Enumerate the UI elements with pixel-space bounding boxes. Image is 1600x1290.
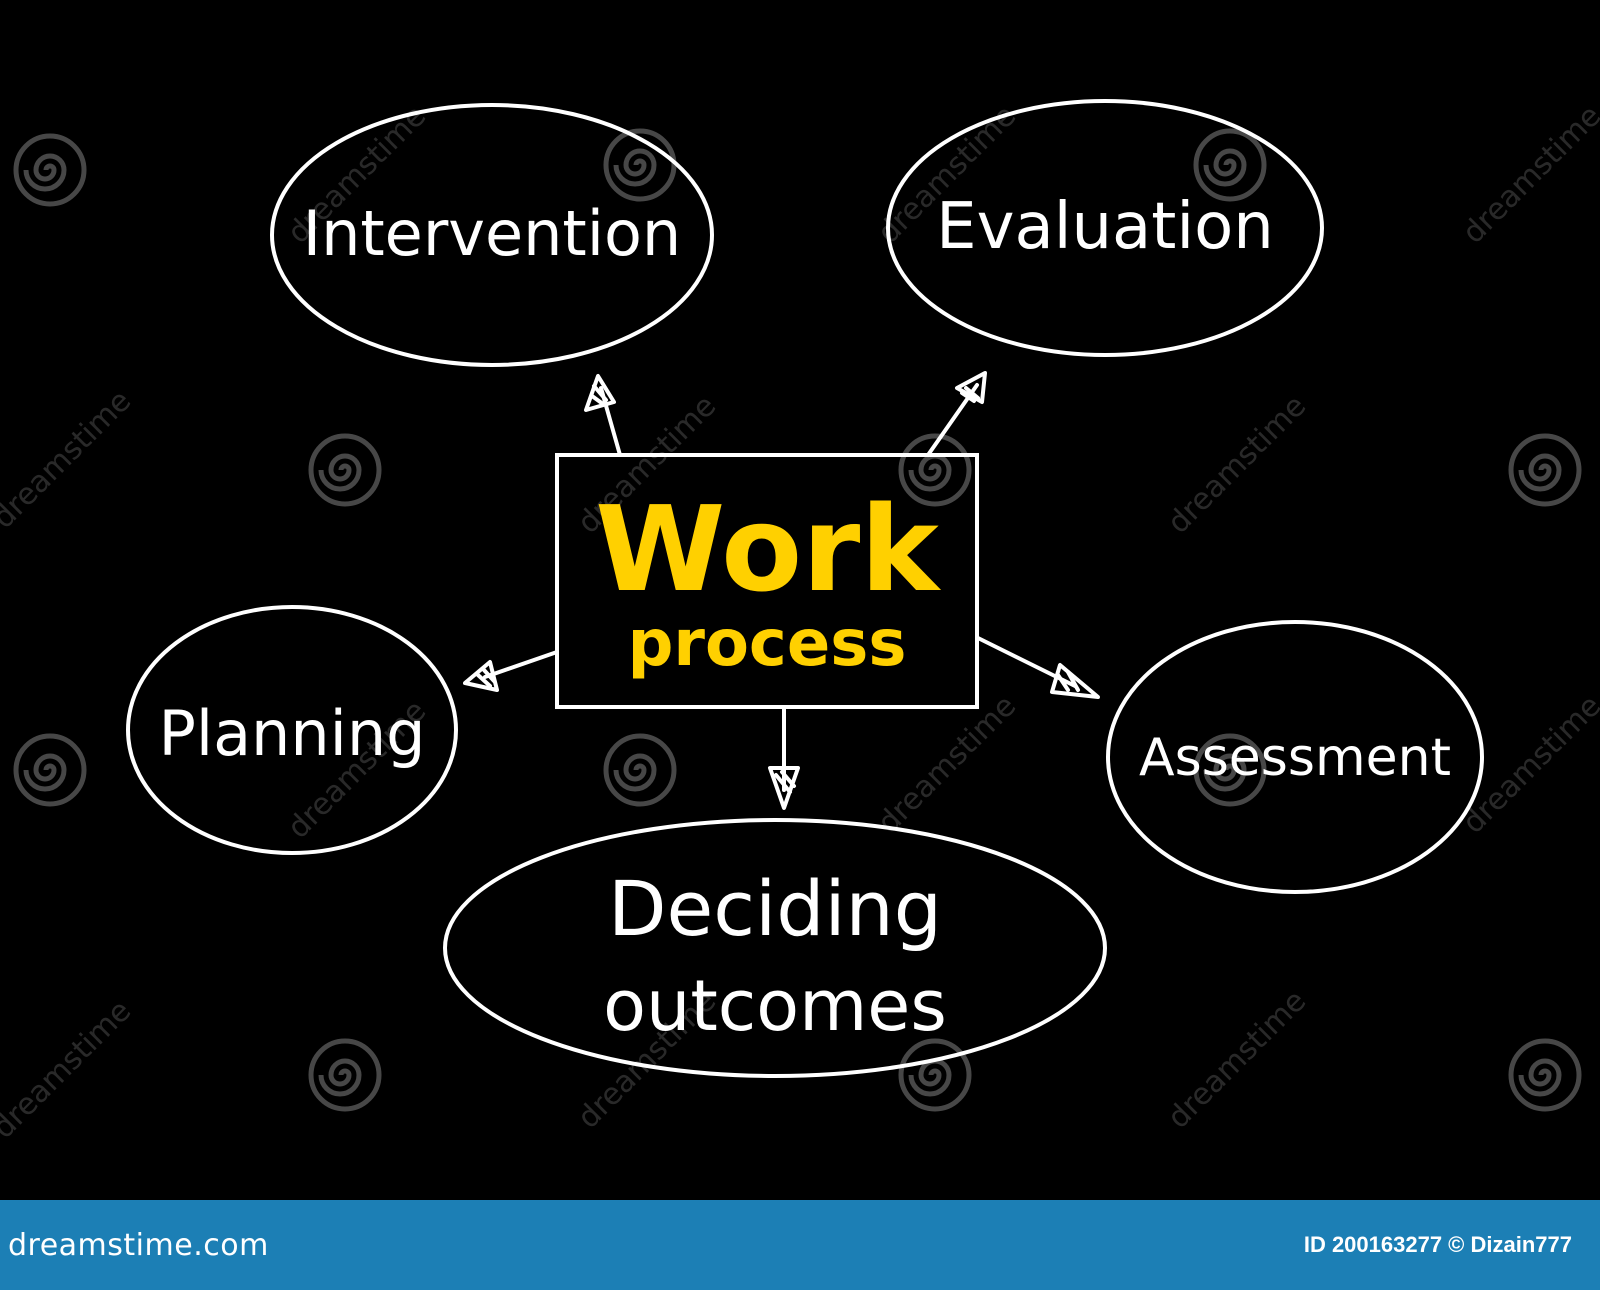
watermark-logo: [16, 136, 84, 204]
watermark-logo: [606, 131, 674, 199]
arrow-to-evaluation: [926, 371, 987, 457]
node-evaluation: Evaluation: [936, 190, 1274, 264]
assessment-ellipse: [1106, 620, 1484, 894]
node-deciding-line1: Deciding: [608, 864, 942, 953]
watermark-text: dreamstime: [1161, 388, 1313, 540]
arrow-to-intervention: [584, 374, 622, 457]
arrow-to-assessment: [976, 636, 1100, 699]
watermark-logo: [1511, 1041, 1579, 1109]
stock-footer-bar: dreamstime.com ID 200163277 © Dizain777: [0, 1200, 1600, 1290]
watermark-logo: [606, 736, 674, 804]
center-box: [555, 453, 979, 709]
watermark-logo: [16, 736, 84, 804]
arrow-to-planning: [463, 650, 559, 692]
footer-image-id: ID 200163277 © Dizain777: [1303, 1232, 1572, 1257]
node-assessment: Assessment: [1139, 728, 1451, 788]
node-intervention: Intervention: [303, 197, 681, 270]
node-planning: Planning: [158, 697, 425, 770]
watermark-text: dreamstime: [1456, 688, 1600, 840]
arrow-to-deciding: [768, 706, 800, 810]
watermark-text: dreamstime: [0, 383, 138, 535]
watermark-logo: [311, 1041, 379, 1109]
footer-site-name: dreamstime.com: [8, 1227, 269, 1263]
planning-ellipse: [126, 605, 458, 855]
deciding-ellipse: [443, 818, 1107, 1078]
watermark-text: dreamstime: [1456, 98, 1600, 250]
mind-map: dreamstime dreamstime dreamstime dreamst…: [0, 98, 1600, 1145]
watermark-logo: [311, 436, 379, 504]
watermark-text: dreamstime: [1161, 983, 1313, 1135]
node-shapes: [126, 99, 1484, 1078]
center-title-line2: process: [628, 607, 907, 681]
node-deciding-line2: outcomes: [603, 965, 947, 1047]
intervention-ellipse: [270, 103, 714, 367]
watermark-logo: [901, 1041, 969, 1109]
watermark-logo: [1511, 436, 1579, 504]
watermark-text: dreamstime: [871, 688, 1023, 840]
mind-map-canvas: dreamstime dreamstime dreamstime dreamst…: [0, 98, 1600, 1145]
evaluation-ellipse: [886, 99, 1324, 357]
center-title-line1: Work: [595, 480, 941, 618]
connectors: [463, 371, 1100, 810]
watermark-logo: [1196, 131, 1264, 199]
watermark-text: dreamstime: [0, 993, 138, 1145]
